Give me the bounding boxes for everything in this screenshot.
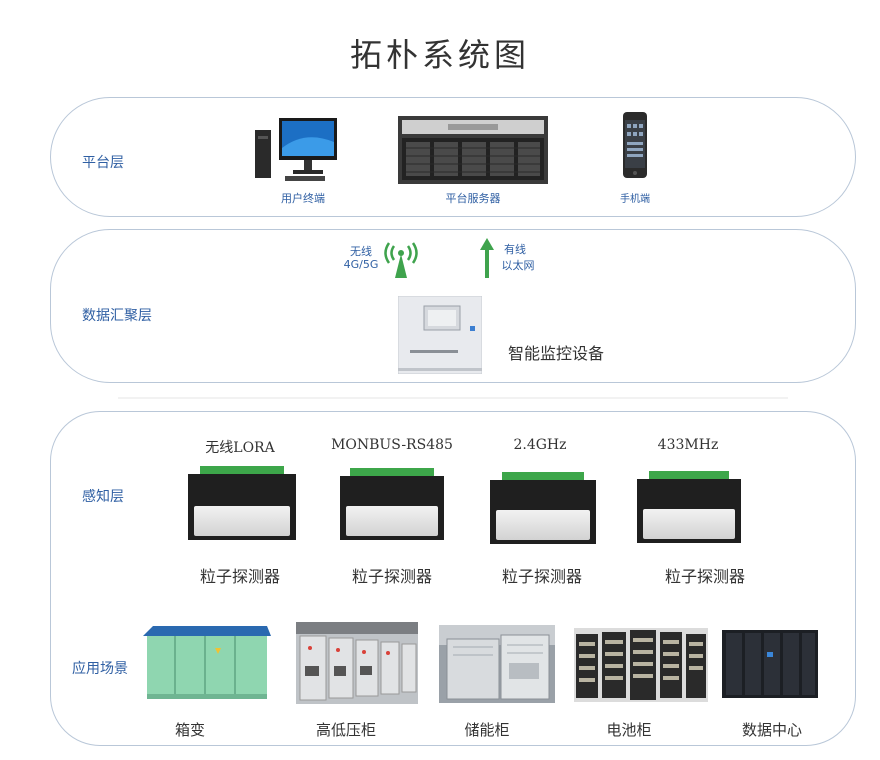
switchgear-cabinet-image bbox=[296, 622, 418, 704]
section-divider bbox=[118, 397, 788, 399]
sensor-device-3 bbox=[490, 472, 596, 544]
scenario-caption-switchgear: 高低压柜 bbox=[315, 721, 376, 739]
battery-cabinet-image bbox=[574, 628, 708, 702]
sensor-caption-2: 粒子探测器 bbox=[351, 567, 432, 586]
scenario-caption-energy-storage: 储能柜 bbox=[464, 721, 510, 739]
sensor-caption-3: 粒子探测器 bbox=[501, 567, 582, 586]
sensor-device-2 bbox=[340, 468, 444, 540]
mobile-phone-icon bbox=[623, 112, 647, 178]
protocol-label-2-4ghz: 2.4GHz bbox=[513, 437, 567, 453]
sensor-caption-1: 粒子探测器 bbox=[199, 567, 280, 586]
protocol-label-rs485: MONBUS-RS485 bbox=[331, 437, 453, 453]
user-terminal-caption: 用户终端 bbox=[281, 192, 325, 205]
aggregation-layer-label: 数据汇聚层 bbox=[82, 308, 152, 324]
platform-layer-label: 平台层 bbox=[82, 155, 124, 171]
sensor-caption-4: 粒子探测器 bbox=[664, 567, 745, 586]
wired-arrow-icon bbox=[480, 238, 494, 278]
desktop-computer-icon bbox=[255, 118, 340, 186]
mobile-caption: 手机端 bbox=[620, 194, 650, 205]
server-rack-icon bbox=[398, 116, 548, 184]
box-transformer-image bbox=[143, 626, 271, 702]
wired-label-line2: 以太网 bbox=[501, 259, 535, 272]
data-center-image bbox=[722, 630, 818, 698]
wireless-label-line2: 4G/5G bbox=[343, 258, 379, 271]
protocol-label-433mhz: 433MHz bbox=[657, 437, 719, 453]
page-title: 拓朴系统图 bbox=[349, 36, 530, 74]
server-caption: 平台服务器 bbox=[445, 192, 501, 205]
smart-monitor-device-image bbox=[397, 295, 483, 375]
scenario-caption-data-center: 数据中心 bbox=[741, 721, 802, 739]
sensor-device-4 bbox=[637, 471, 741, 543]
wired-label-line1: 有线 bbox=[504, 243, 526, 256]
protocol-label-lora: 无线LORA bbox=[205, 440, 275, 456]
scenario-caption-battery-cabinet: 电池柜 bbox=[606, 721, 652, 739]
sensing-layer-label: 感知层 bbox=[82, 489, 124, 505]
wireless-label-line1: 无线 bbox=[350, 245, 372, 258]
sensor-device-1 bbox=[188, 466, 296, 540]
smart-monitor-device-label: 智能监控设备 bbox=[508, 344, 605, 363]
application-layer-label: 应用场景 bbox=[72, 661, 128, 677]
energy-storage-cabinet-image bbox=[439, 625, 555, 703]
wireless-signal-icon bbox=[383, 240, 419, 278]
scenario-caption-box-transformer: 箱变 bbox=[174, 721, 205, 739]
